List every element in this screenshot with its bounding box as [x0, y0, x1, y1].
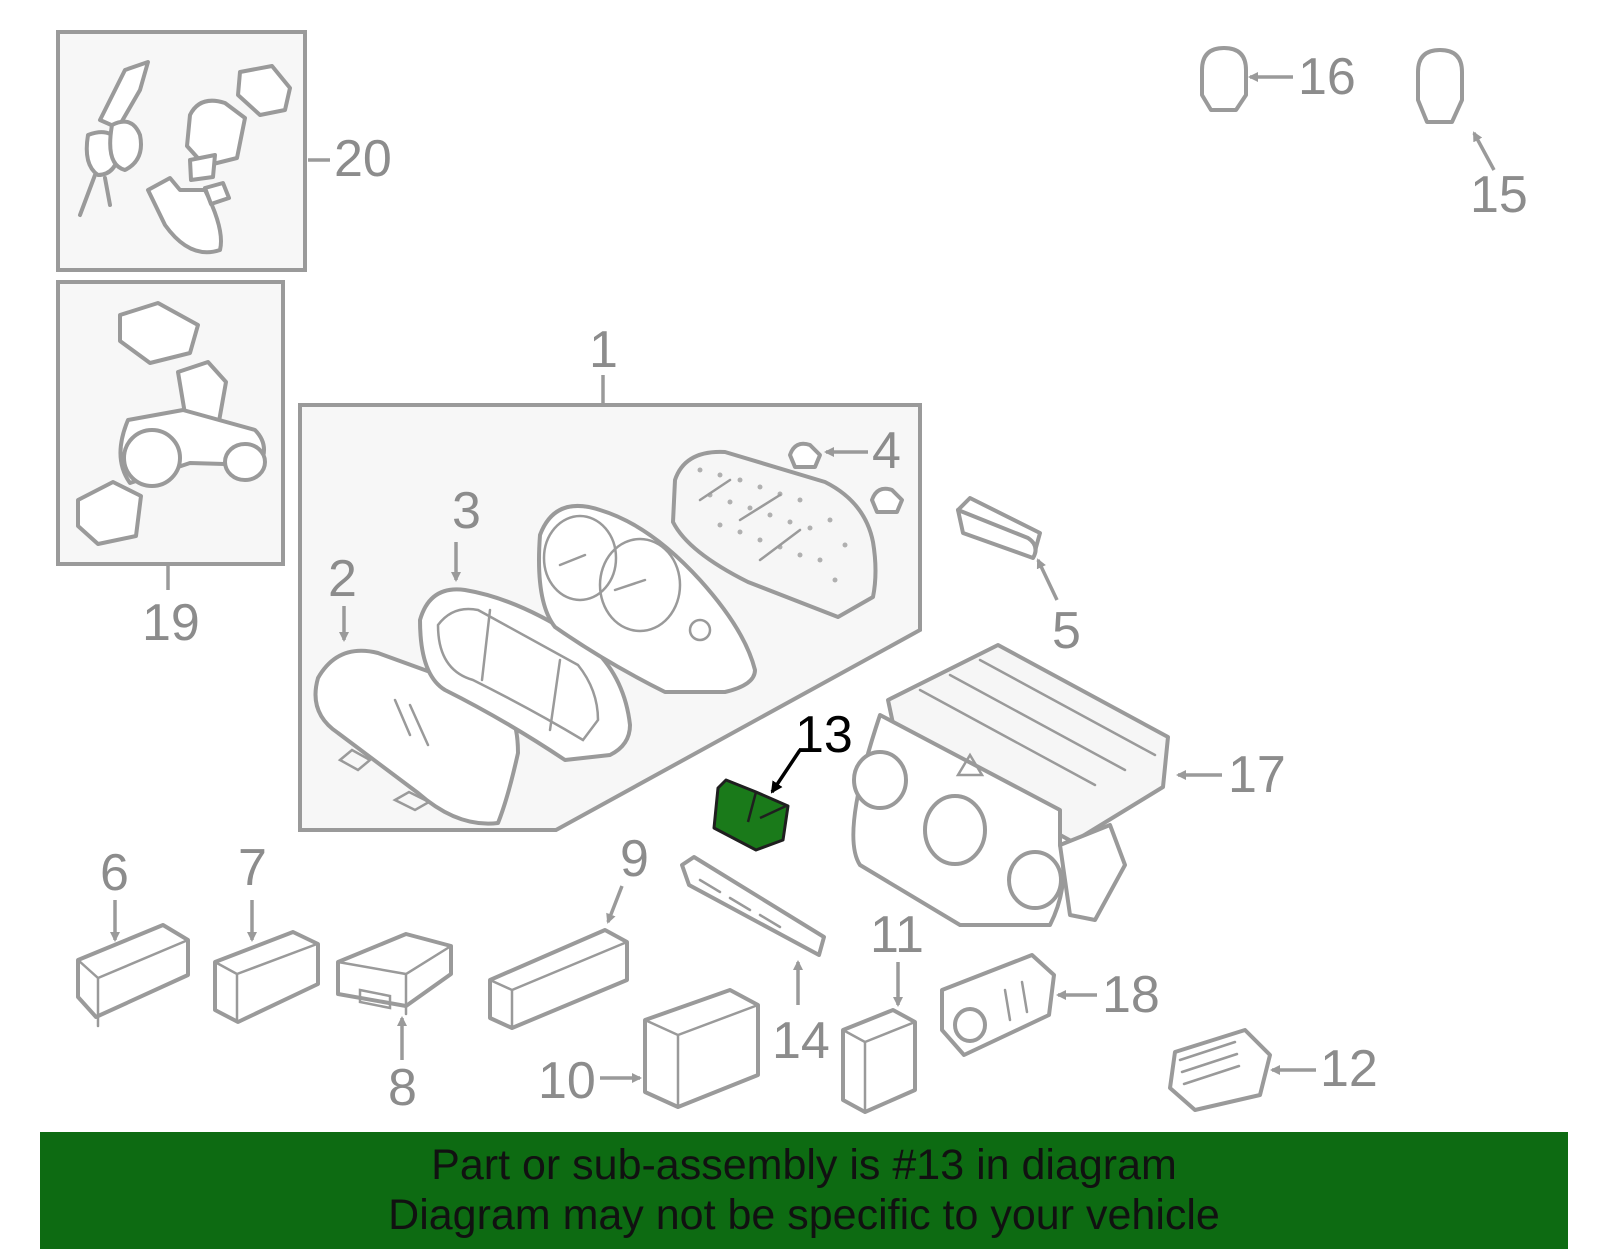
callout-16: 16 — [1298, 48, 1356, 106]
callout-14: 14 — [772, 1012, 830, 1070]
part-18-blower-switch — [940, 953, 1097, 1057]
callout-2: 2 — [328, 550, 357, 608]
info-banner: Part or sub-assembly is #13 in diagram D… — [40, 1132, 1568, 1249]
callout-6: 6 — [100, 844, 129, 902]
callout-12: 12 — [1320, 1040, 1378, 1098]
part-17-climate-control — [851, 643, 1222, 927]
callout-4: 4 — [872, 422, 901, 480]
part-5-switch — [956, 496, 1059, 601]
callout-19: 19 — [142, 594, 200, 652]
part-11-switch — [841, 962, 917, 1114]
banner-line-1: Part or sub-assembly is #13 in diagram — [431, 1141, 1177, 1189]
part-8-switch — [336, 932, 453, 1060]
part-10-switch — [600, 988, 760, 1109]
callout-11: 11 — [870, 906, 924, 964]
part-15-bulb — [1416, 48, 1496, 171]
callout-1: 1 — [589, 321, 618, 379]
callout-3: 3 — [452, 482, 481, 540]
callout-15: 15 — [1470, 166, 1528, 224]
part-6-switch — [76, 900, 190, 1028]
callout-9: 9 — [620, 830, 649, 888]
part-9-switch — [488, 885, 629, 1030]
callout-18: 18 — [1102, 966, 1160, 1024]
part-16-bulb — [1200, 46, 1293, 112]
ignition-lock-group — [56, 280, 285, 590]
part-7-switch — [213, 900, 320, 1024]
callout-20: 20 — [334, 130, 392, 188]
callout-5: 5 — [1052, 602, 1081, 660]
callout-17: 17 — [1228, 746, 1286, 804]
key-set-group — [56, 30, 330, 272]
part-13-highlighted — [712, 749, 802, 852]
part-14-bracket — [680, 855, 826, 1005]
callout-13: 13 — [795, 706, 853, 764]
part-12-vent — [1168, 1028, 1316, 1112]
instrument-cluster-group — [298, 375, 922, 832]
banner-line-2: Diagram may not be specific to your vehi… — [388, 1191, 1220, 1239]
callout-7: 7 — [238, 839, 267, 897]
callout-10: 10 — [538, 1052, 596, 1110]
callout-8: 8 — [388, 1059, 417, 1117]
